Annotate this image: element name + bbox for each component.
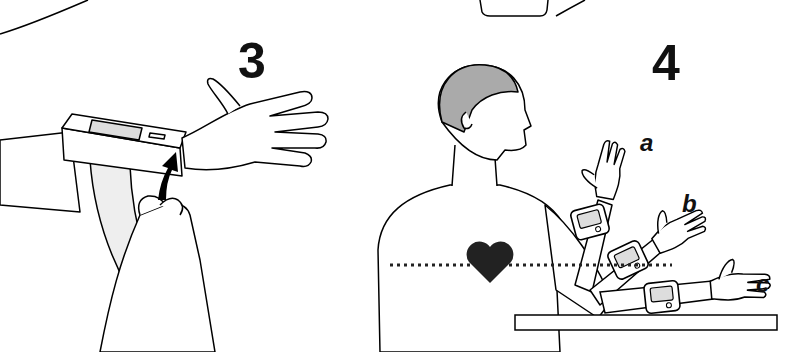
hand-b xyxy=(642,194,711,256)
pull-arrow xyxy=(158,152,178,200)
ear xyxy=(461,112,472,129)
hand-a xyxy=(578,137,626,200)
monitor-button xyxy=(149,133,165,139)
forearm-c xyxy=(600,281,713,313)
position-letter: c xyxy=(756,272,769,296)
monitor-top xyxy=(62,114,186,148)
finger xyxy=(160,198,183,215)
step-number: 4 xyxy=(652,38,680,88)
pulling-hand xyxy=(100,204,215,352)
open-hand xyxy=(182,92,328,170)
position-letter: a xyxy=(640,131,653,155)
cropped-art xyxy=(0,0,585,34)
monitor-b xyxy=(606,239,649,281)
monitor-screen xyxy=(89,120,142,140)
strap-illustration xyxy=(0,79,328,352)
cropped-line xyxy=(556,0,585,16)
monitor-a xyxy=(570,203,611,241)
cropped-line xyxy=(0,0,88,34)
hand-c xyxy=(709,256,772,302)
hair xyxy=(440,65,518,132)
cropped-shape xyxy=(480,0,548,16)
heart-level-line xyxy=(390,264,672,267)
thumb xyxy=(208,79,240,114)
table xyxy=(515,315,777,330)
step-number: 3 xyxy=(238,36,266,86)
head xyxy=(438,65,531,160)
heart-symbol xyxy=(467,242,514,283)
position-letter: b xyxy=(682,192,697,216)
monitor-c xyxy=(644,280,681,313)
